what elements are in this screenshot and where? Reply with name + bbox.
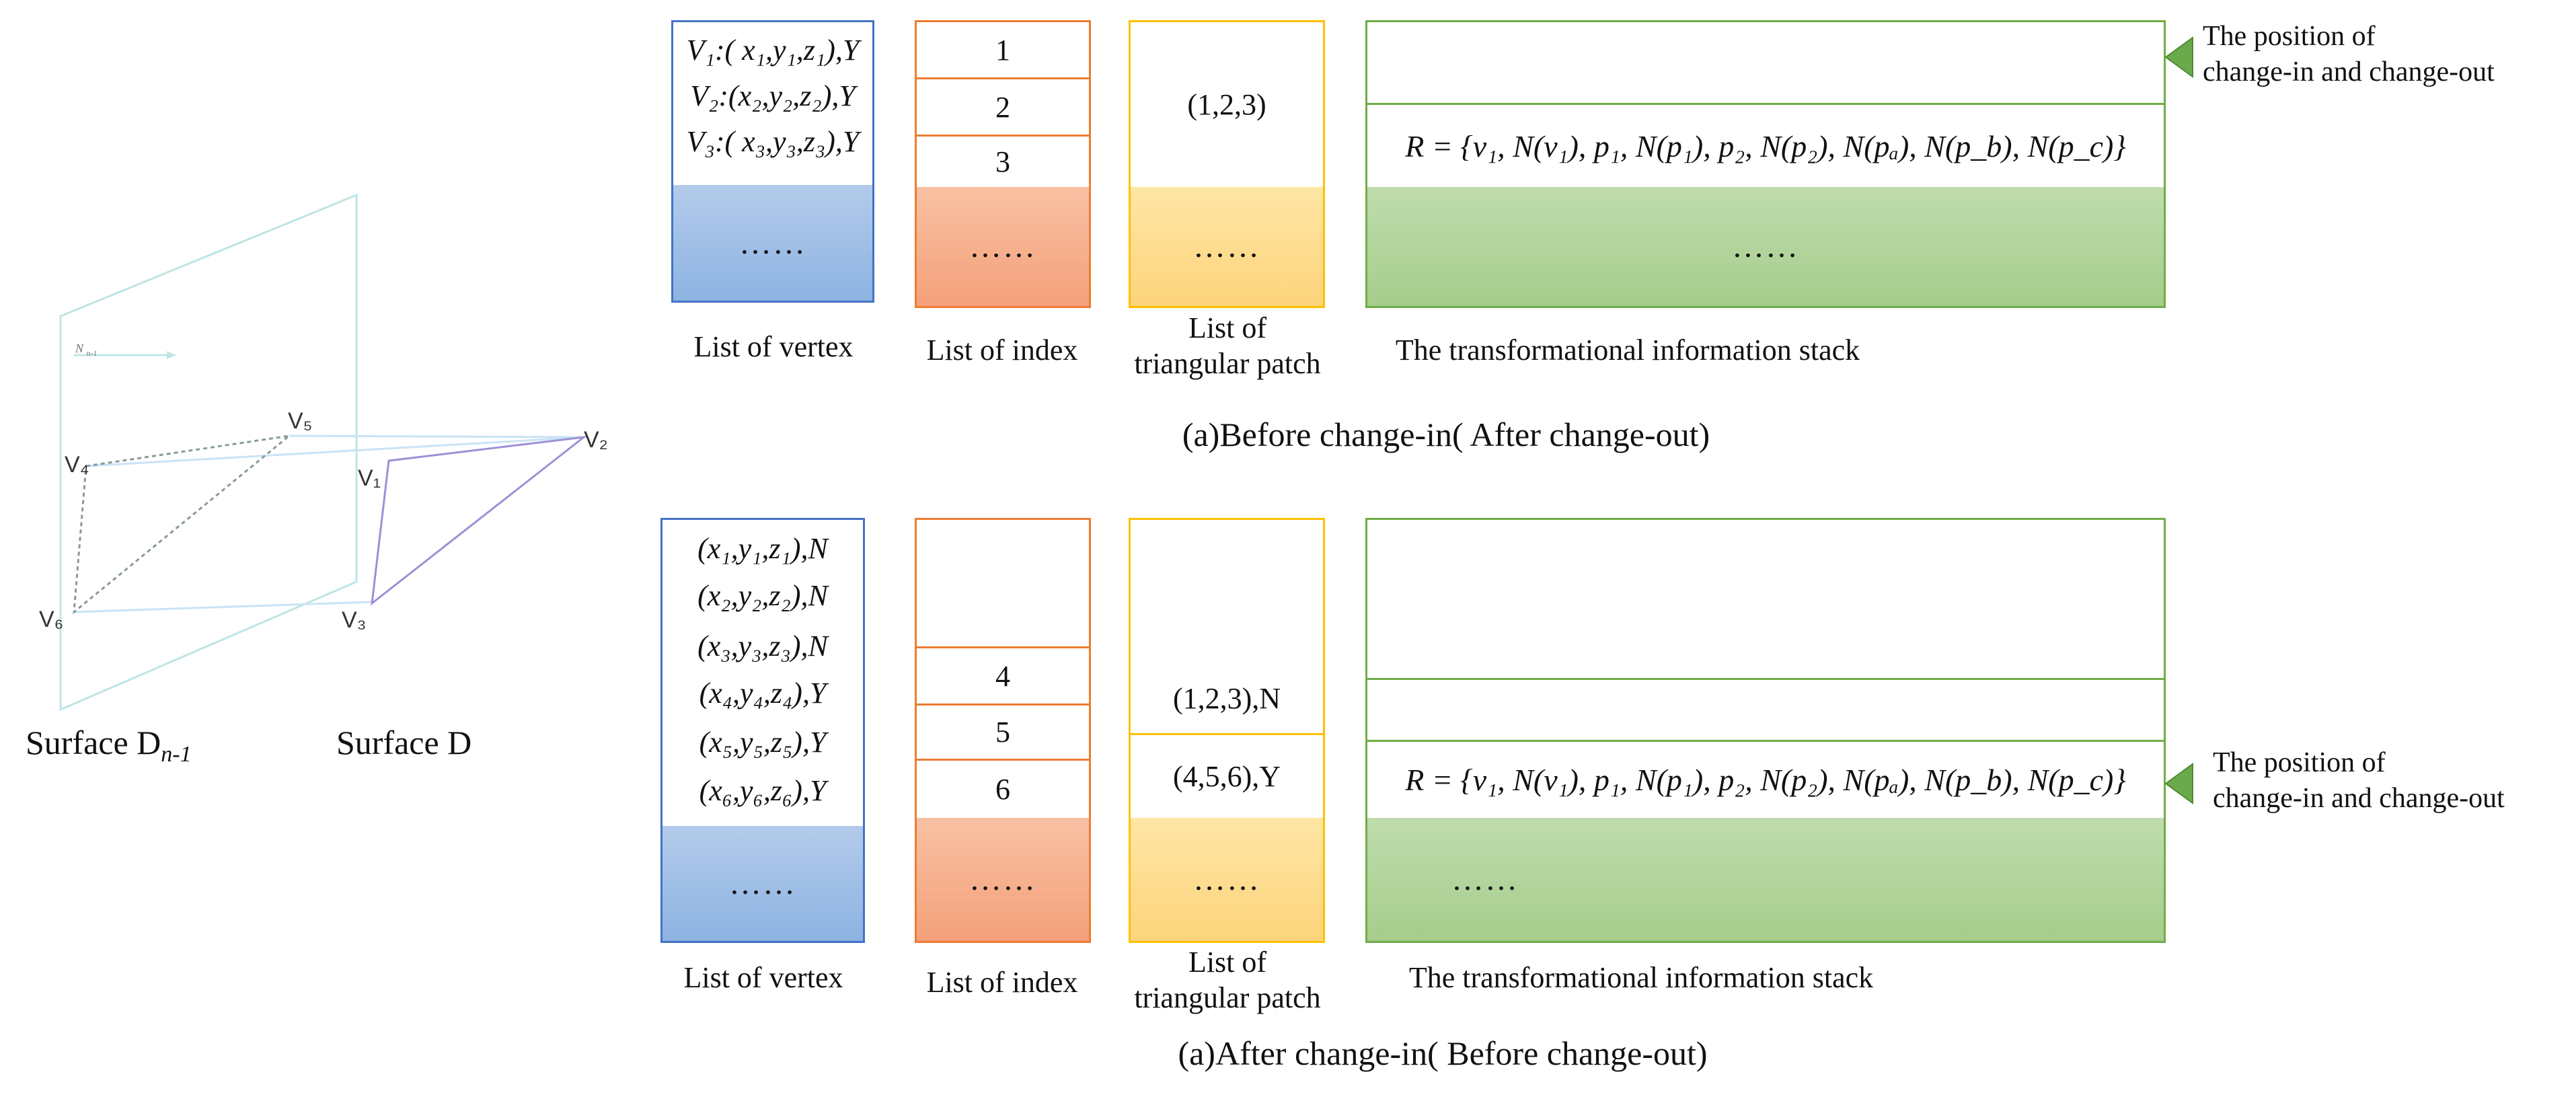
bottom-index-list: 4 5 6 …… <box>915 518 1091 943</box>
bottom-index-4: 4 <box>917 646 1089 704</box>
top-info-stack: R = {v₁, N(v₁), p₁, N(p₁), p₂, N(p₂), N(… <box>1365 20 2166 308</box>
surface-curr-label: Surface D <box>336 724 472 761</box>
bottom-stack-formula-row: R = {v₁, N(v₁), p₁, N(p₁), p₂, N(p₂), N(… <box>1367 740 2164 818</box>
bottom-stack-empty-row-1 <box>1367 520 2164 678</box>
bottom-patch-2: (4,5,6),Y <box>1131 733 1323 818</box>
top-stack-formula-row: R = {v₁, N(v₁), p₁, N(p₁), p₂, N(p₂), N(… <box>1367 103 2164 187</box>
bottom-patch-list: (1,2,3),N (4,5,6),Y …… <box>1129 518 1325 943</box>
top-vertex-list: V₁:( x₁,y₁,z₁),Y V₂:(x₂,y₂,z₂),Y V₃:( x₃… <box>671 20 874 303</box>
top-stack-empty-row <box>1367 22 2164 103</box>
top-caption-patch: List of triangular patch <box>1110 311 1345 382</box>
top-patch-more: …… <box>1131 187 1323 306</box>
top-vertex-entry-3: V₃:( x₃,y₃,z₃),Y <box>686 124 860 158</box>
top-index-more: …… <box>917 187 1089 306</box>
top-caption-stack: The transformational information stack <box>1395 334 1860 367</box>
bottom-index-6: 6 <box>917 759 1089 818</box>
bottom-index-5: 5 <box>917 704 1089 759</box>
triangle-v4-v5-v6 <box>73 434 293 615</box>
top-pointer-note-line1: The position of <box>2203 21 2376 52</box>
bottom-vertex-entry-6: (x₆,y₆,z₆),Y <box>699 773 827 807</box>
bottom-panel-title: (a)After change-in( Before change-out) <box>1178 1034 1708 1072</box>
top-stack-formula: R = {v₁, N(v₁), p₁, N(p₁), p₂, N(p₂), N(… <box>1405 128 2126 163</box>
top-position-pointer <box>2164 36 2193 78</box>
bottom-patch-1: (1,2,3),N <box>1172 681 1281 715</box>
bottom-pointer-note-line1: The position of <box>2213 747 2386 778</box>
bottom-caption-patch: List of triangular patch <box>1110 945 1345 1016</box>
top-index-1: 1 <box>995 33 1010 67</box>
vertex-label-v2: V₂ <box>584 427 608 453</box>
bottom-vertex-list: (x₁,y₁,z₁),N (x₂,y₂,z₂),N (x₃,y₃,z₃),N (… <box>660 518 865 943</box>
normal-arrowhead <box>167 351 176 359</box>
bottom-stack-formula: R = {v₁, N(v₁), p₁, N(p₁), p₂, N(p₂), N(… <box>1405 763 2126 797</box>
bottom-caption-index: List of index <box>926 966 1078 999</box>
top-pointer-note-line2: change-in and change-out <box>2203 56 2495 87</box>
top-vertex-entry-2: V₂:(x₂,y₂,z₂),Y <box>690 79 856 112</box>
bottom-stack-more: …… <box>1367 818 2164 941</box>
bottom-vertex-entry-1: (x₁,y₁,z₁),N <box>697 531 828 565</box>
bottom-pointer-note: The position of change-in and change-out <box>2213 745 2505 816</box>
top-caption-vertex: List of vertex <box>693 330 854 363</box>
surface-prev-sub: n-1 <box>161 742 192 767</box>
normal-label-sub: n-1 <box>87 348 98 358</box>
top-caption-index: List of index <box>926 334 1078 367</box>
surface-prev-text: Surface D <box>26 724 161 761</box>
bottom-stack-more-dots: …… <box>1451 862 1519 897</box>
top-index-3: 3 <box>917 135 1089 187</box>
bottom-caption-stack: The transformational information stack <box>1408 961 1874 994</box>
vertex-label-v6: V₆ <box>39 607 63 632</box>
top-caption-patch-1: List of <box>1188 311 1267 344</box>
edge-v6-v3 <box>73 601 374 613</box>
top-index-list: 1 2 3 …… <box>915 20 1091 308</box>
vertex-label-v3: V₃ <box>342 607 367 633</box>
bottom-caption-patch-1: List of <box>1188 946 1267 979</box>
bottom-vertex-entry-2: (x₂,y₂,z₂),N <box>697 578 828 612</box>
normal-label: N <box>75 342 84 355</box>
vertex-label-v1: V₁ <box>358 465 381 491</box>
surface-plane-prev <box>59 193 358 712</box>
bottom-vertex-more: …… <box>662 826 863 941</box>
top-stack-more: …… <box>1367 187 2164 306</box>
bottom-vertex-entry-5: (x₅,y₅,z₅),Y <box>699 725 827 759</box>
top-patch-1: (1,2,3) <box>1187 88 1266 121</box>
bottom-pointer-note-line2: change-in and change-out <box>2213 782 2505 814</box>
top-patch-list: (1,2,3) …… <box>1129 20 1325 308</box>
bottom-info-stack: R = {v₁, N(v₁), p₁, N(p₁), p₂, N(p₂), N(… <box>1365 518 2166 943</box>
surface-prev-label: Surface Dn-1 <box>26 723 192 767</box>
bottom-patch-empty <box>1131 520 1323 651</box>
bottom-position-pointer <box>2164 763 2193 804</box>
top-vertex-more: …… <box>673 185 872 301</box>
svg-text:N n-1: N n-1 <box>75 342 98 358</box>
vertex-label-v5: V₅ <box>288 408 312 434</box>
bottom-caption-patch-2: triangular patch <box>1134 981 1321 1014</box>
edge-v4-v2 <box>85 436 584 467</box>
top-index-2: 2 <box>917 77 1089 135</box>
top-caption-patch-2: triangular patch <box>1134 346 1321 380</box>
top-panel-title: (a)Before change-in( After change-out) <box>1182 416 1710 453</box>
edge-v5-v2 <box>289 434 584 439</box>
top-vertex-entry-1: V₁:( x₁,y₁,z₁),Y <box>686 33 860 67</box>
triangle-v1-v2-v3 <box>371 435 588 606</box>
bottom-index-more: …… <box>917 818 1089 941</box>
top-pointer-note: The position of change-in and change-out <box>2203 19 2495 89</box>
bottom-vertex-entry-4: (x₄,y₄,z₄),Y <box>699 676 827 710</box>
bottom-stack-empty-row-2 <box>1367 678 2164 740</box>
bottom-vertex-entry-3: (x₃,y₃,z₃),N <box>697 629 828 662</box>
surface-geometry-figure: N n-1 V₄ V₅ V₁ V₂ V₆ V₃ <box>39 193 608 712</box>
bottom-caption-vertex: List of vertex <box>683 961 843 994</box>
bottom-patch-more: …… <box>1131 818 1323 941</box>
bottom-index-empty <box>917 520 1089 646</box>
vertex-label-v4: V₄ <box>65 452 89 478</box>
